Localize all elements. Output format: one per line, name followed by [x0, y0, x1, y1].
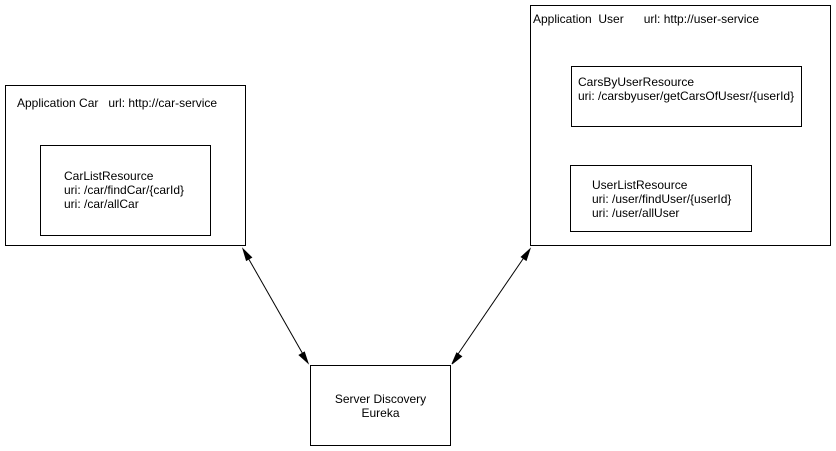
- car-list-resource-name: CarListResource: [64, 169, 154, 183]
- cars-by-user-uri: uri: /carsbyuser/getCarsOfUsesr/{userId}: [578, 89, 795, 103]
- arrowhead-icon: [451, 352, 463, 365]
- cars-by-user-resource-box: CarsByUserResource uri: /carsbyuser/getC…: [571, 66, 802, 127]
- cars-by-user-resource-name: CarsByUserResource: [578, 75, 695, 89]
- car-application-title: Application Car url: http://car-service: [17, 96, 218, 110]
- car-discovery-connector: [246, 255, 305, 357]
- car-list-resource-box: CarListResource uri: /car/findCar/{carId…: [40, 145, 211, 236]
- server-discovery-label: Server Discovery: [334, 392, 427, 406]
- car-application-box: Application Car url: http://car-service …: [5, 85, 246, 246]
- arrowhead-icon: [241, 247, 253, 262]
- user-find-uri: uri: /user/findUser/{userId}: [592, 192, 732, 206]
- user-application-box: Application User url: http://user-servic…: [530, 5, 831, 246]
- user-application-title: Application User url: http://user-servic…: [533, 12, 760, 26]
- user-discovery-connector: [455, 255, 526, 358]
- user-list-resource-name: UserListResource: [592, 178, 688, 192]
- car-find-uri: uri: /car/findCar/{carId}: [64, 183, 185, 197]
- car-all-uri: uri: /car/allCar: [64, 197, 139, 211]
- eureka-label: Eureka: [361, 406, 400, 420]
- user-list-resource-box: UserListResource uri: /user/findUser/{us…: [570, 165, 752, 232]
- arrowhead-icon: [520, 247, 532, 262]
- arrowhead-icon: [298, 351, 310, 365]
- server-discovery-box: Server Discovery Eureka: [310, 365, 451, 446]
- user-all-uri: uri: /user/allUser: [592, 206, 680, 220]
